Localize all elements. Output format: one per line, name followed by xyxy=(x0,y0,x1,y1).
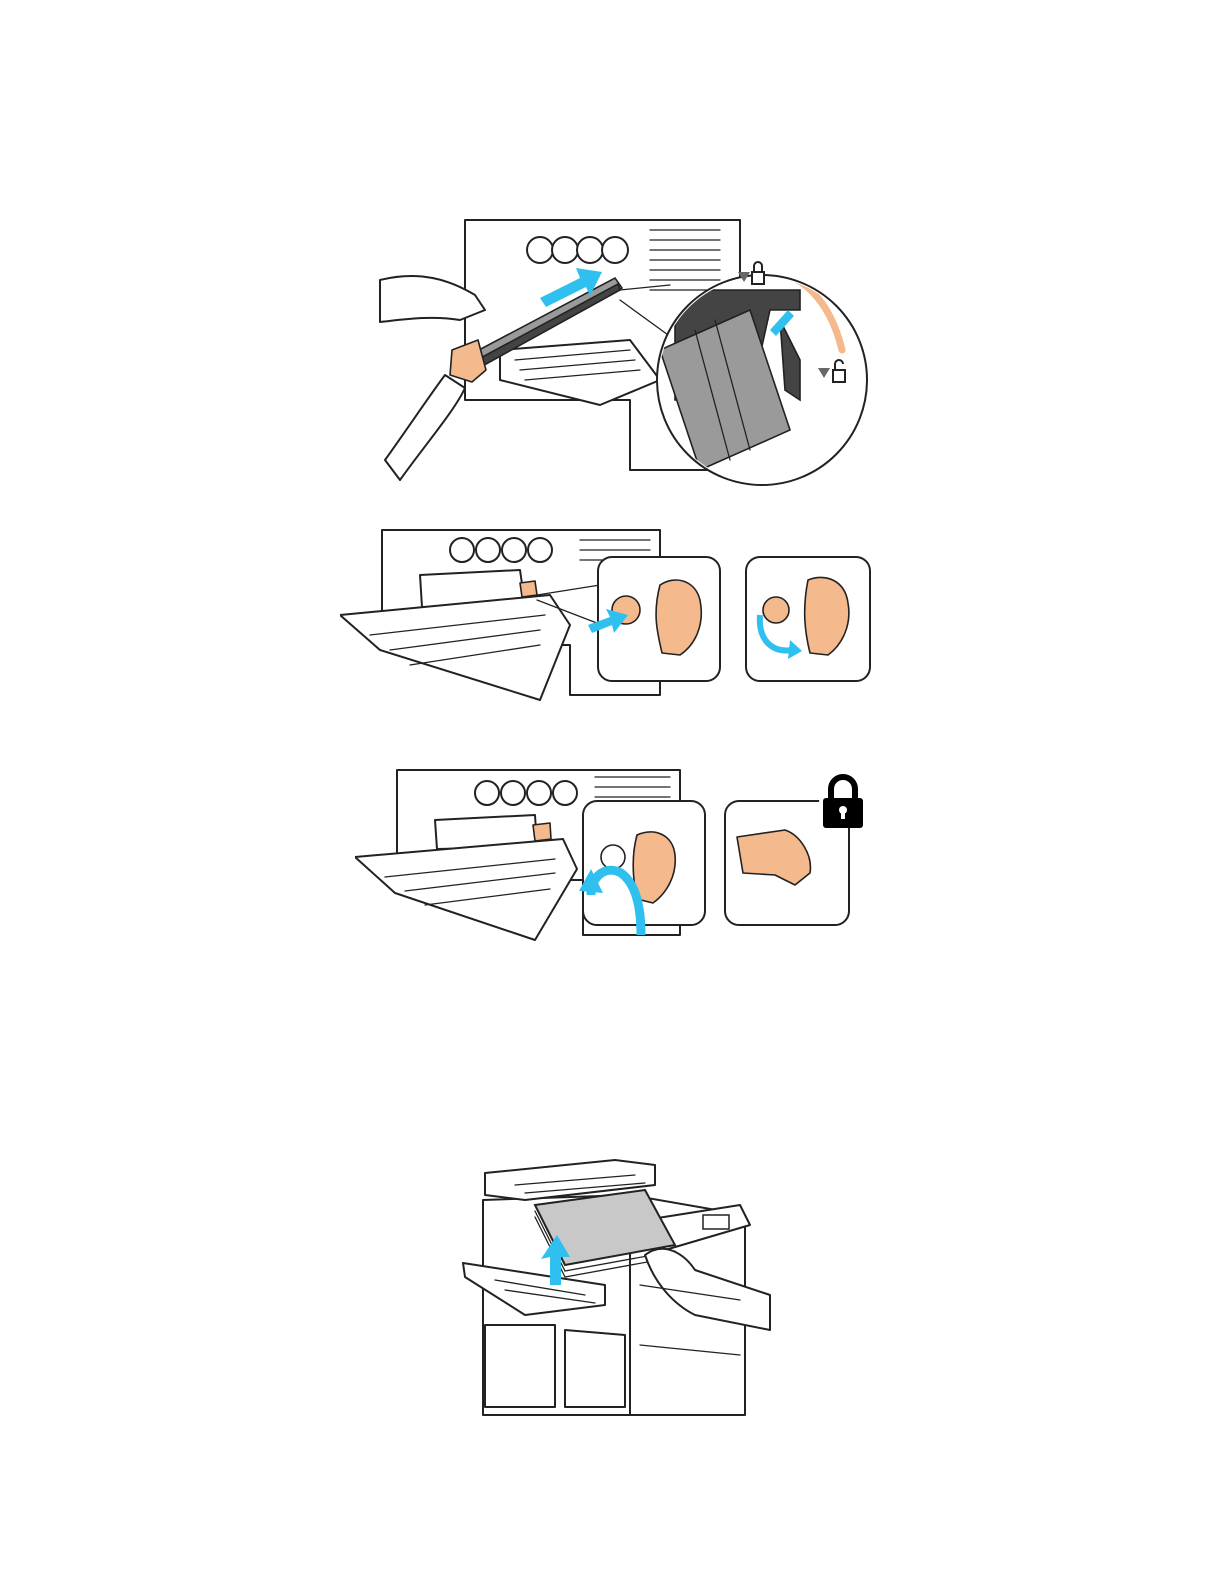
figure-push-and-rotate-lever xyxy=(340,525,875,705)
figure-install-drum-cartridge xyxy=(330,210,870,490)
figure-lock-lever xyxy=(355,765,870,945)
figure-close-front-door-load-paper xyxy=(455,1145,775,1420)
lock-icon xyxy=(819,777,867,828)
